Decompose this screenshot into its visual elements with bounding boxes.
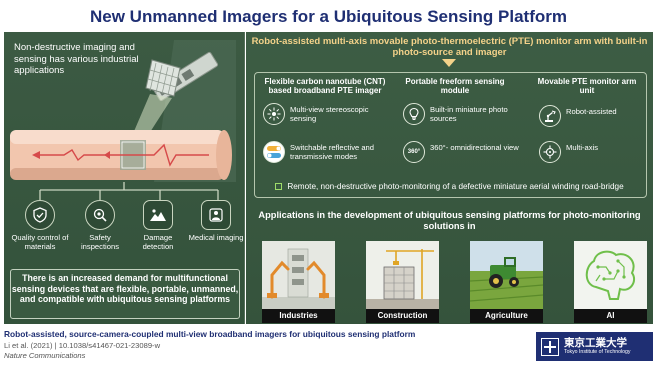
- app-label: Safety inspections: [81, 233, 119, 251]
- tile-caption: Agriculture: [470, 309, 543, 323]
- university-mark-icon: [541, 337, 559, 356]
- feature-text: 360°- omnidirectional view: [430, 143, 519, 152]
- check-icon: [275, 183, 283, 190]
- journal-name: Nature Communications: [4, 351, 86, 360]
- remote-monitoring-statement: Remote, non-destructive photo-monitoring…: [246, 182, 653, 192]
- module-title: Flexible carbon nanotube (CNT) based bro…: [264, 77, 386, 96]
- shield-check-icon: [25, 200, 55, 230]
- app-quality-control: Quality control of materials: [10, 200, 70, 251]
- lightbulb-icon: [403, 103, 425, 125]
- monitor-arm-title: Robot-assisted multi-axis movable photo-…: [251, 36, 648, 58]
- tile-agriculture: Agriculture: [469, 241, 544, 323]
- app-medical-imaging: Medical imaging: [186, 200, 246, 242]
- feature-switchable-modes: Switchable reflective and transmissive m…: [263, 141, 393, 163]
- ai-brain-illustration: [574, 241, 647, 309]
- feature-photo-sources: Built-in miniature photo sources: [403, 103, 523, 125]
- feature-text: Multi-view stereoscopic sensing: [290, 105, 369, 123]
- app-label: Damage detection: [142, 233, 174, 251]
- feature-360-view: 360° 360°- omnidirectional view: [403, 141, 523, 163]
- application-list: Quality control of materials Safety insp…: [10, 200, 243, 260]
- logo-english: Tokyo Institute of Technology: [564, 349, 631, 355]
- warning-image-icon: [143, 200, 173, 230]
- page-title: New Unmanned Imagers for a Ubiquitous Se…: [0, 0, 657, 32]
- right-panel: Robot-assisted multi-axis movable photo-…: [246, 32, 653, 324]
- footer: Robot-assisted, source-camera-coupled mu…: [0, 324, 657, 367]
- module-movable-arm: Movable PTE monitor arm unit: [531, 77, 643, 96]
- app-label: Quality control of materials: [11, 233, 69, 251]
- pipe-specimen: [10, 130, 232, 180]
- module-title: Movable PTE monitor arm unit: [537, 77, 637, 96]
- logo-japanese: 東京工業大学: [564, 337, 627, 349]
- feature-robot-assisted: Robot-assisted: [539, 105, 649, 127]
- construction-illustration: [366, 241, 439, 309]
- feature-text: Multi-axis: [566, 143, 599, 152]
- app-label: Medical imaging: [188, 233, 244, 242]
- feature-text: Switchable reflective and transmissive m…: [290, 143, 374, 161]
- toggle-icon: [263, 141, 285, 163]
- demand-statement: There is an increased demand for multifu…: [10, 269, 240, 319]
- feature-multiview: Multi-view stereoscopic sensing: [263, 103, 391, 125]
- feature-multi-axis: Multi-axis: [539, 141, 649, 163]
- feature-text: Built-in miniature photo sources: [430, 105, 508, 123]
- multiview-icon: [263, 103, 285, 125]
- magnifier-icon: [85, 200, 115, 230]
- citation: Li et al. (2021) | 10.1038/s41467-021-23…: [4, 341, 161, 350]
- tile-construction: Construction: [366, 241, 439, 323]
- tile-caption: Industries: [262, 309, 335, 323]
- feature-text: Robot-assisted: [566, 107, 617, 116]
- cnt-imager-sheet: [145, 59, 181, 97]
- app-safety-inspections: Safety inspections: [70, 200, 130, 251]
- connector-lines: [39, 182, 219, 200]
- multi-axis-icon: [539, 141, 561, 163]
- module-cnt-imager: Flexible carbon nanotube (CNT) based bro…: [261, 77, 389, 96]
- tile-caption: Construction: [366, 309, 439, 323]
- modules-box: Flexible carbon nanotube (CNT) based bro…: [254, 72, 647, 198]
- down-arrow-icon: [442, 59, 456, 67]
- tile-caption: AI: [574, 309, 647, 323]
- medical-scan-icon: [201, 200, 231, 230]
- 360-view-icon: 360°: [403, 141, 425, 163]
- factory-robots-illustration: [262, 241, 335, 309]
- applications-heading: Applications in the development of ubiqu…: [258, 210, 641, 231]
- intro-text: Non-destructive imaging and sensing has …: [14, 42, 139, 76]
- module-freeform-sensing: Portable freeform sensing module: [395, 77, 515, 96]
- app-damage-detection: Damage detection: [128, 200, 188, 251]
- tile-ai: AI: [574, 241, 647, 323]
- tile-industries: Industries: [262, 241, 335, 323]
- paper-title: Robot-assisted, source-camera-coupled mu…: [4, 329, 416, 339]
- pipe-inspection-illustration: [10, 40, 236, 200]
- tractor-illustration: [469, 241, 544, 309]
- left-panel: Non-destructive imaging and sensing has …: [4, 32, 245, 324]
- tokyo-tech-logo: 東京工業大学 Tokyo Institute of Technology: [536, 332, 653, 361]
- robot-arm-icon: [539, 105, 561, 127]
- module-title: Portable freeform sensing module: [405, 77, 505, 96]
